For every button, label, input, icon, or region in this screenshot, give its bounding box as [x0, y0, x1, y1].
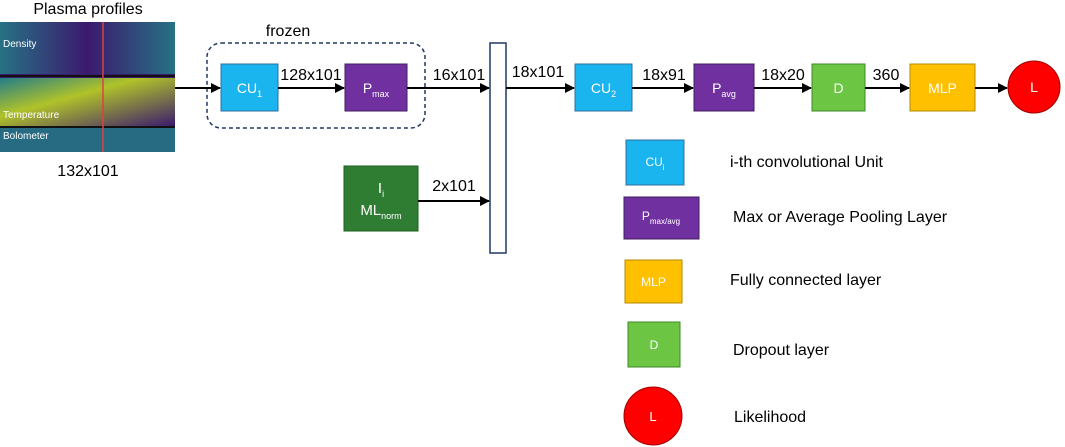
input-title: Plasma profiles: [33, 1, 142, 18]
bolometer-label: Bolometer: [3, 131, 49, 142]
edge-label-cu2-pavg: 18x91: [642, 67, 686, 84]
legend-cu-label: CUi: [645, 155, 664, 172]
cu1-block: [220, 63, 279, 112]
edge-label-dropout-mlp: 360: [873, 67, 900, 84]
legend: CUi i-th convolutional Unit Pmax/avg Max…: [623, 139, 948, 446]
dropout-label: D: [833, 80, 843, 96]
legend-mlp-text: Fully connected layer: [730, 272, 882, 289]
legend-mlp-swatch: [624, 259, 683, 304]
concatenation-bar: [489, 42, 507, 254]
mlp-label: MLP: [928, 80, 957, 96]
pavg-block: [693, 63, 755, 112]
bolometer-band: [0, 128, 175, 152]
extra-input-label-line1: Ii: [378, 180, 384, 199]
edge-label-extra-concat: 2x101: [432, 178, 476, 195]
legend-cu-text: i-th convolutional Unit: [730, 154, 884, 171]
extra-input-block: [343, 165, 419, 232]
legend-likelihood-label: L: [649, 409, 656, 424]
density-band: [0, 22, 175, 74]
dropout-block: [811, 63, 866, 112]
input-size-label: 132x101: [57, 163, 118, 180]
pavg-label: Pavg: [712, 80, 736, 99]
cu2-block: [574, 63, 633, 112]
edge-label-cu1-pmax: 128x101: [280, 67, 341, 84]
legend-dropout-swatch: [627, 321, 681, 368]
plasma-profiles-image: Density Temperature Bolometer: [0, 22, 175, 152]
temperature-label: Temperature: [3, 110, 60, 121]
cu1-label: CU1: [237, 80, 262, 99]
temperature-band: [0, 78, 175, 126]
legend-pool-label: Pmax/avg: [642, 209, 680, 226]
edge-label-pavg-dropout: 18x20: [761, 67, 805, 84]
pmax-label: Pmax: [363, 80, 390, 99]
edge-label-concat-cu2: 18x101: [512, 64, 565, 81]
legend-pool-text: Max or Average Pooling Layer: [733, 209, 948, 226]
legend-pool-swatch: [623, 196, 700, 240]
legend-dropout-text: Dropout layer: [733, 342, 830, 359]
edge-label-pmax-concat: 16x101: [433, 67, 486, 84]
mlp-block: [909, 63, 976, 112]
frozen-label: frozen: [266, 23, 310, 40]
legend-likelihood-swatch: [623, 386, 683, 446]
legend-dropout-label: D: [650, 338, 659, 352]
pmax-block: [344, 63, 408, 112]
likelihood-node: [1007, 60, 1061, 114]
likelihood-label: L: [1030, 79, 1038, 95]
frozen-group-frame: [206, 42, 426, 129]
legend-likelihood-text: Likelihood: [734, 409, 806, 426]
cu2-label: CU2: [591, 80, 616, 99]
extra-input-label-line2: MLnorm: [360, 202, 401, 221]
density-label: Density: [3, 39, 36, 50]
legend-cu-swatch: [625, 139, 685, 186]
legend-mlp-label: MLP: [641, 275, 666, 289]
